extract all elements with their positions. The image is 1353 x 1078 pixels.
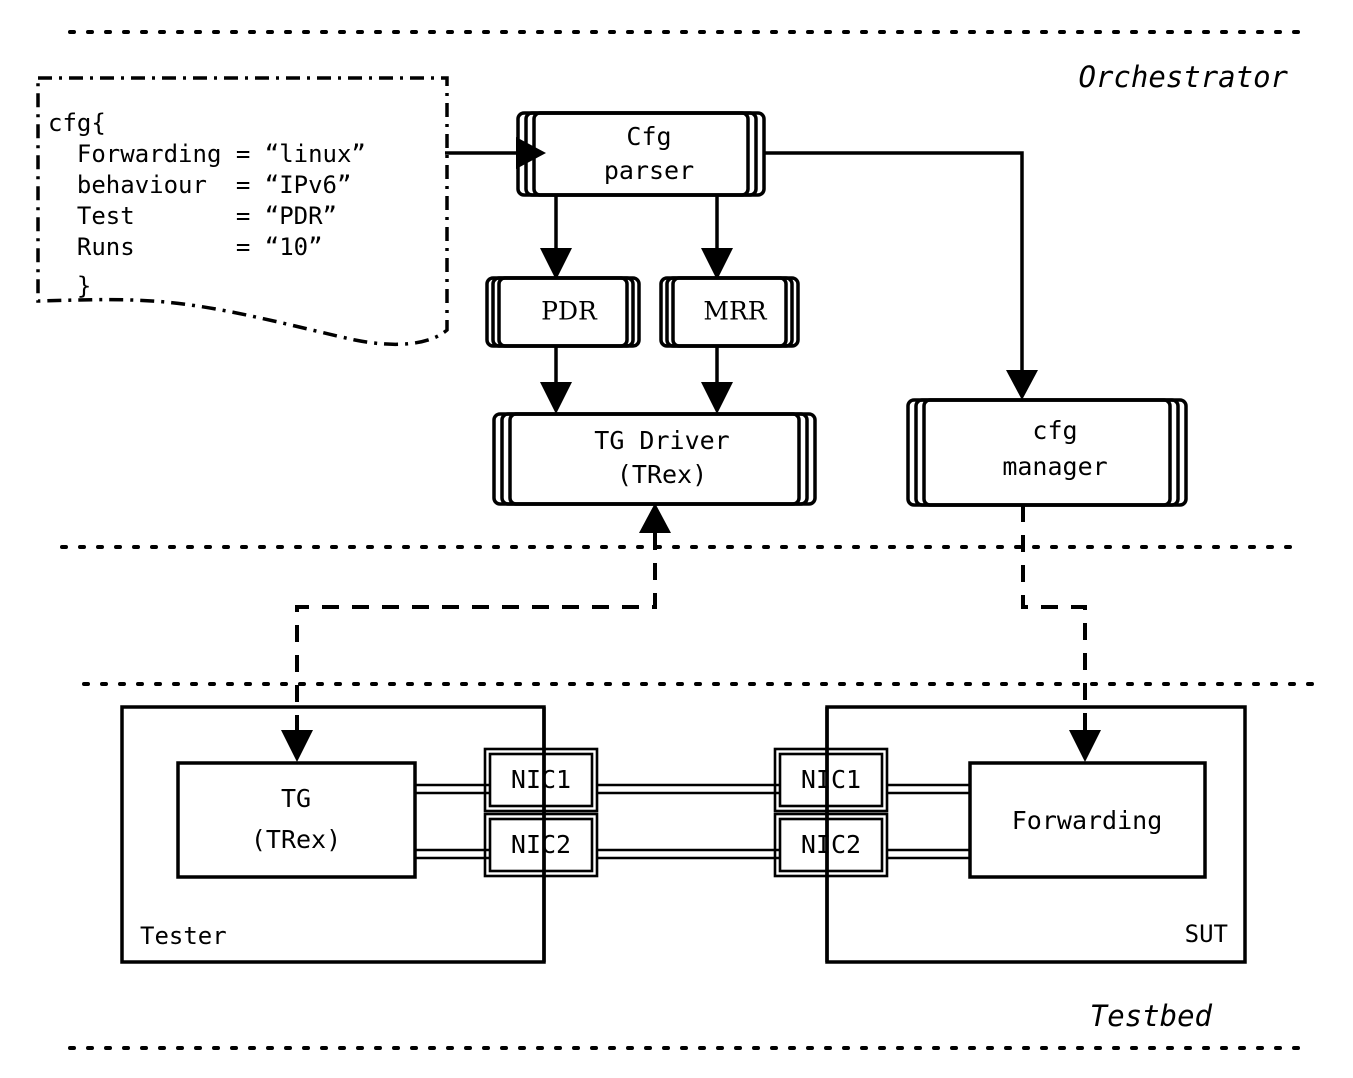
cable-tester-nic1-to-sut-nic1 — [597, 783, 779, 795]
cfg-parser-node[interactable]: Cfg parser — [516, 111, 766, 197]
orchestrator-zone-label: Orchestrator — [1078, 60, 1288, 94]
dashed-link-tgdriver-to-tg — [281, 503, 671, 762]
forwarding-node[interactable]: Forwarding — [968, 761, 1207, 879]
pdr-node[interactable]: PDR — [485, 276, 641, 348]
arrow-cfg-to-parser — [445, 137, 546, 169]
cable-tg-to-tester-nic2 — [415, 848, 489, 860]
arrow-parser-to-cfg-manager — [764, 151, 1038, 400]
sut-label: SUT — [1185, 920, 1228, 948]
arrow-parser-to-pdr — [540, 195, 572, 280]
tester-nic1-label: NIC1 — [511, 765, 571, 794]
mrr-label: MRR — [703, 297, 767, 326]
cfg-note-line-1: Forwarding = “linux” — [48, 140, 366, 168]
sut-nic1-node[interactable]: NIC1 — [773, 747, 889, 813]
cfg-note-line-2: behaviour = “IPv6” — [48, 171, 351, 199]
tester-nic2-node[interactable]: NIC2 — [483, 812, 599, 878]
cable-tg-to-tester-nic1 — [415, 783, 489, 795]
tester-nic2-label: NIC2 — [511, 830, 571, 859]
arrow-mrr-to-tgdriver — [701, 346, 733, 414]
tester-label: Tester — [140, 922, 227, 950]
tg-driver-node[interactable]: TG Driver (TRex) — [492, 412, 817, 506]
tg-trex-label-line1: TG — [281, 784, 311, 813]
pdr-label: PDR — [541, 297, 598, 326]
cfg-note-line-3: Test = “PDR” — [48, 202, 337, 230]
cfg-manager-label-line1: cfg — [1032, 416, 1077, 445]
tg-driver-label-line2: (TRex) — [617, 460, 707, 489]
dashed-link-cfgmanager-to-forwarding — [1021, 505, 1101, 762]
tg-driver-label-line1: TG Driver — [594, 426, 729, 455]
cfg-parser-label-line1: Cfg — [626, 122, 671, 151]
cable-sut-nic1-to-forwarding — [887, 783, 970, 795]
sut-nic2-label: NIC2 — [801, 830, 861, 859]
arrow-pdr-to-tgdriver — [540, 346, 572, 414]
cable-sut-nic2-to-forwarding — [887, 848, 970, 860]
cfg-note-line-5: } — [48, 272, 91, 300]
arrow-parser-to-mrr — [701, 195, 733, 280]
tg-trex-node[interactable]: TG (TRex) — [176, 761, 417, 879]
tg-trex-label-line2: (TRex) — [251, 825, 341, 854]
cable-tester-nic2-to-sut-nic2 — [597, 848, 779, 860]
cfg-note-line-0: cfg{ — [48, 109, 106, 137]
testbed-zone-label: Testbed — [1090, 999, 1213, 1033]
cfg-manager-node[interactable]: cfg manager — [906, 398, 1188, 507]
sut-nic1-label: NIC1 — [801, 765, 861, 794]
tester-nic1-node[interactable]: NIC1 — [483, 747, 599, 813]
mrr-node[interactable]: MRR — [659, 276, 800, 348]
sut-nic2-node[interactable]: NIC2 — [773, 812, 889, 878]
cfg-note-line-4: Runs = “10” — [48, 233, 323, 261]
cfg-manager-label-line2: manager — [1002, 452, 1107, 481]
cfg-parser-label-line2: parser — [604, 156, 694, 185]
forwarding-label: Forwarding — [1012, 806, 1163, 835]
